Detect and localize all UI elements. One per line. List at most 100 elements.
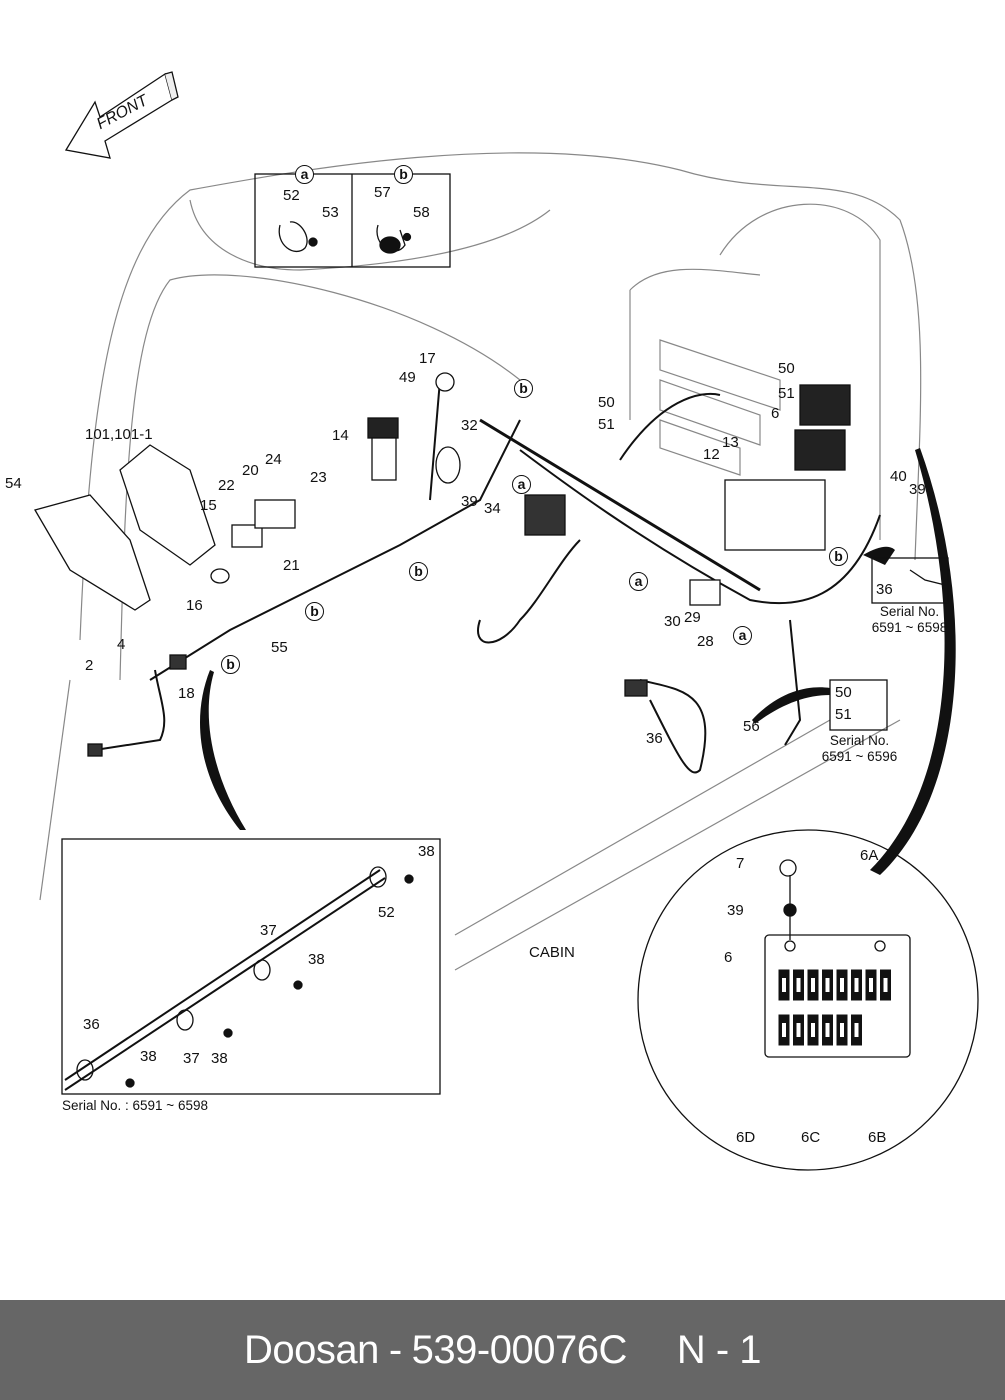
radio-unit xyxy=(724,479,826,551)
connector-28 xyxy=(689,579,721,606)
bottom-callout-38: 38 xyxy=(211,1050,228,1067)
bottom-callout-37: 37 xyxy=(183,1050,200,1067)
fuse-slot-contact xyxy=(840,978,844,992)
fuse-detail-circle xyxy=(637,829,979,1171)
main-harness xyxy=(94,379,881,774)
detail-box-ab xyxy=(254,173,451,268)
fuse-slot-contact xyxy=(811,978,815,992)
instrument-101 xyxy=(119,444,216,566)
fuse-slot-contact xyxy=(854,1023,859,1037)
callout-12: 12 xyxy=(703,446,720,463)
cover-54 xyxy=(34,494,151,611)
callout-30: 30 xyxy=(664,613,681,630)
fuse-callout-39: 39 xyxy=(727,902,744,919)
callout-36-b: 36 xyxy=(646,730,663,747)
callout-21: 21 xyxy=(283,557,300,574)
fuse-callout-6b: 6B xyxy=(868,1129,887,1146)
callout-51-a: 51 xyxy=(598,416,615,433)
fuse-slot-contact xyxy=(825,978,830,992)
callout-51-c: 51 xyxy=(835,706,852,723)
fuse-callout-6a: 6A xyxy=(860,847,879,864)
cabin-outline xyxy=(39,152,922,971)
detail-a-part-52: 52 xyxy=(283,187,300,204)
bottom-callout-38: 38 xyxy=(308,951,325,968)
detail-b-part-58: 58 xyxy=(413,204,430,221)
callout-50-a: 50 xyxy=(598,394,615,411)
bottom-callout-37: 37 xyxy=(260,922,277,939)
clip-marker: b xyxy=(829,547,848,566)
fuse-slot-contact xyxy=(782,1023,786,1037)
callout-2: 2 xyxy=(85,657,94,674)
clip-marker: b xyxy=(514,379,533,398)
bottom-callout-52: 52 xyxy=(378,904,395,921)
callout-22: 22 xyxy=(218,477,235,494)
callout-39-a: 39 xyxy=(461,493,478,510)
fuse-callout-7: 7 xyxy=(736,855,745,872)
fuse-box-6b xyxy=(794,429,846,471)
clip-marker: b xyxy=(305,602,324,621)
fuse-slot-contact xyxy=(854,978,859,992)
callout-arrows xyxy=(200,448,956,875)
callout-49: 49 xyxy=(399,369,416,386)
front-arrow-icon xyxy=(64,71,179,159)
callout-36-a: 36 xyxy=(876,581,893,598)
fuse-slot-contact xyxy=(883,978,888,992)
callout-51-b: 51 xyxy=(778,385,795,402)
fuse-slots xyxy=(778,969,891,1046)
clip-marker: a xyxy=(733,626,752,645)
fuse-callout-6: 6 xyxy=(724,949,733,966)
fuse-slot-contact xyxy=(869,978,873,992)
bottom-callout-38: 38 xyxy=(140,1048,157,1065)
bottom-detail-box xyxy=(61,838,441,1095)
fuse-slot-contact xyxy=(840,1023,844,1037)
serial-note-lower: Serial No. 6591 ~ 6596 xyxy=(821,733,898,764)
clip-marker: a xyxy=(512,475,531,494)
callout-13: 13 xyxy=(722,434,739,451)
detail-tag-a: a xyxy=(295,165,314,184)
callout-28: 28 xyxy=(697,633,714,650)
gauge-32 xyxy=(435,446,461,484)
detail-b-part-57: 57 xyxy=(374,184,391,201)
fuse-slot-contact xyxy=(796,978,801,992)
detail-a-part-53: 53 xyxy=(322,204,339,221)
fuse-slot-contact xyxy=(811,1023,815,1037)
fuse-slot-contact xyxy=(825,1023,830,1037)
callout-29: 29 xyxy=(684,609,701,626)
serial-inset-right xyxy=(871,557,949,604)
diagram-drawing xyxy=(34,71,979,1171)
callout-50-b: 50 xyxy=(778,360,795,377)
callout-15: 15 xyxy=(200,497,217,514)
plug-end xyxy=(87,743,103,757)
relay-block xyxy=(524,494,566,536)
callout-54: 54 xyxy=(5,475,22,492)
callout-4: 4 xyxy=(117,636,126,653)
detail-tag-b: b xyxy=(394,165,413,184)
footer-brand: Doosan xyxy=(243,1327,379,1372)
switch-15 xyxy=(231,524,263,548)
footer-page: N - 1 xyxy=(676,1327,762,1372)
callout-16: 16 xyxy=(186,597,203,614)
callout-50-c: 50 xyxy=(835,684,852,701)
callout-101: 101,101-1 xyxy=(85,426,153,443)
footer-separator: - xyxy=(388,1327,402,1372)
footer-part-number: 539-00076C xyxy=(411,1327,628,1372)
switch-block-20 xyxy=(254,499,296,529)
clip-marker: b xyxy=(221,655,240,674)
serial-inset-lower xyxy=(829,679,888,731)
serial-note-bottom: Serial No. : 6591 ~ 6598 xyxy=(62,1098,208,1113)
connector-18 xyxy=(169,654,187,670)
clip-marker: b xyxy=(409,562,428,581)
fuse-slot-contact xyxy=(796,1023,801,1037)
parts-diagram: 101,101-1 54 2 4 15 16 18 20 21 22 23 24… xyxy=(5,71,979,1171)
fuse-slot-contact xyxy=(782,978,786,992)
cabin-label: CABIN xyxy=(529,944,575,961)
socket-14 xyxy=(371,437,397,481)
callout-39-b: 39 xyxy=(909,481,926,498)
callout-32: 32 xyxy=(461,417,478,434)
callout-6: 6 xyxy=(771,405,780,422)
callout-18: 18 xyxy=(178,685,195,702)
bottom-callout-36: 36 xyxy=(83,1016,100,1033)
plug-16 xyxy=(210,568,230,584)
footer-bar: Doosan - 539-00076C N - 1 xyxy=(0,1300,1005,1400)
socket-14-top xyxy=(367,417,399,439)
